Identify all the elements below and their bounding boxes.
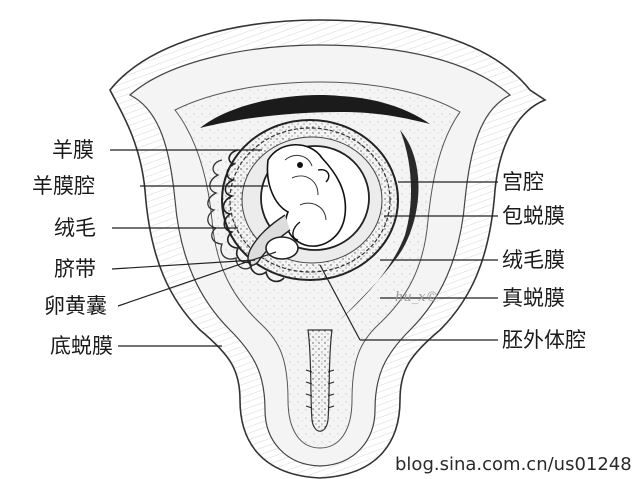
yolk-sac-structure <box>265 236 299 260</box>
label-uterine-cavity: 宫腔 <box>502 170 544 194</box>
leader-lines-left <box>110 149 277 347</box>
label-villi: 绒毛 <box>54 216 96 240</box>
logo-mark: hu_x© <box>395 290 439 305</box>
uterine-cavity-region <box>200 95 430 128</box>
label-decidua-basalis: 底蜕膜 <box>50 334 113 358</box>
chorionic-villi-outer <box>207 159 253 270</box>
label-amniotic-cavity: 羊膜腔 <box>32 174 95 198</box>
embryo-eye <box>297 162 303 168</box>
embryo-detail <box>284 154 327 221</box>
label-extraembryonic-coelom: 胚外体腔 <box>502 328 586 352</box>
label-decidua-vera: 真蜕膜 <box>502 286 565 310</box>
label-decidua-capsularis: 包蜕膜 <box>502 204 565 228</box>
label-chorion: 绒毛膜 <box>502 248 565 272</box>
label-amnion: 羊膜 <box>52 138 94 162</box>
label-umbilical-cord: 脐带 <box>54 257 96 281</box>
leader-lines-right <box>319 181 498 341</box>
embryo-limbs <box>292 168 330 241</box>
chorionic-villi <box>222 149 285 283</box>
watermark-text: blog.sina.com.cn/us01248 <box>395 454 632 475</box>
chorion-layer <box>229 127 391 273</box>
label-yolk-sac: 卵黄囊 <box>44 294 107 318</box>
cervical-canal <box>307 329 333 432</box>
uterine-cavity-right <box>340 130 419 320</box>
